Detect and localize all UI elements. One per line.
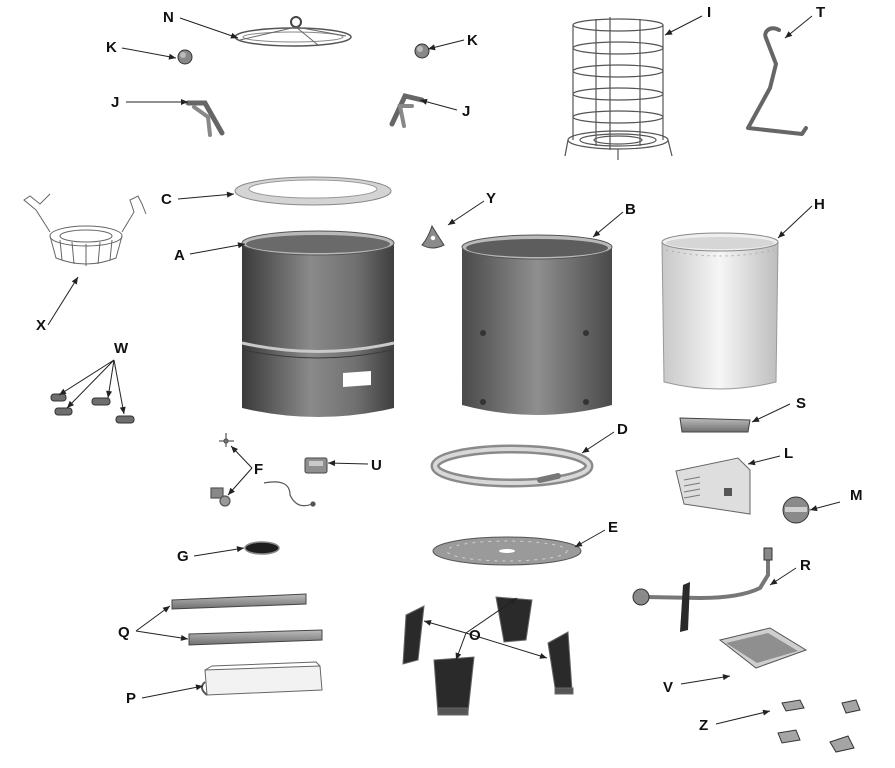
arrowhead [593, 230, 601, 237]
arrowhead [180, 634, 188, 641]
arrowhead [455, 652, 462, 660]
part-g-disk [244, 541, 280, 555]
part-j-handle-right [389, 93, 425, 128]
leader-lines [47, 15, 841, 725]
part-i-poultry-rack [564, 17, 673, 160]
label-r: R [800, 557, 811, 574]
arrowhead [236, 546, 244, 553]
part-w-feet [50, 393, 135, 424]
part-a-outer-drum [241, 230, 395, 417]
label-o: O [469, 627, 481, 644]
leader-arrowheads [59, 29, 818, 716]
label-p: P [126, 690, 136, 707]
part-n-lid-wire [234, 16, 352, 47]
part-k-knob-left [177, 49, 193, 65]
arrowhead [106, 390, 113, 398]
label-e: E [608, 519, 618, 536]
arrowhead [539, 653, 547, 659]
part-z-brackets [777, 699, 861, 753]
arrowhead [237, 242, 245, 249]
part-f-fittings [210, 433, 316, 507]
arrowhead [67, 400, 75, 408]
arrowhead [770, 578, 778, 585]
part-r-regulator [632, 547, 773, 632]
part-e-plate [432, 536, 582, 566]
arrowhead [785, 31, 793, 38]
arrowhead [71, 277, 78, 285]
part-y-cap [421, 224, 445, 249]
label-q: Q [118, 624, 130, 641]
arrowhead [328, 460, 336, 467]
arrowhead [231, 446, 239, 454]
part-d-burner-ring [430, 444, 594, 488]
part-c-top-ring [234, 176, 392, 206]
arrowhead [810, 505, 818, 512]
label-u: U [371, 457, 382, 474]
arrowhead [119, 406, 126, 414]
label-t: T [816, 4, 825, 21]
arrowhead [424, 620, 432, 626]
part-labels: N K K J J I T C Y B H A X W D S L U F M … [36, 4, 863, 734]
part-m-round-knob [782, 496, 810, 524]
arrowhead [509, 598, 517, 605]
part-h-liner-pot [661, 232, 779, 390]
arrowhead [582, 446, 590, 453]
arrowhead [420, 98, 428, 105]
arrowhead [752, 416, 760, 422]
part-q-bars [171, 593, 323, 646]
arrowhead [428, 44, 436, 51]
arrowhead [168, 53, 176, 60]
label-y: Y [486, 190, 496, 207]
part-p-tray [201, 661, 323, 696]
label-h: H [814, 196, 825, 213]
arrowhead [181, 99, 188, 105]
arrowhead [722, 674, 730, 681]
label-l: L [784, 445, 793, 462]
label-w: W [114, 340, 129, 357]
label-v: V [663, 679, 673, 696]
label-g: G [177, 548, 189, 565]
label-n: N [163, 9, 174, 26]
label-m: M [850, 487, 863, 504]
arrowhead [59, 388, 67, 395]
part-l-heat-shield [675, 457, 751, 515]
arrowhead [665, 29, 673, 35]
arrowhead [778, 231, 786, 238]
part-b-inner-drum [461, 234, 613, 415]
part-s-bracket [679, 417, 751, 433]
arrowhead [748, 459, 756, 466]
arrowhead [226, 191, 234, 198]
arrowhead [762, 709, 770, 716]
label-z: Z [699, 717, 708, 734]
arrowhead [195, 684, 203, 691]
label-j-right: J [462, 103, 470, 120]
label-c: C [161, 191, 172, 208]
label-a: A [174, 247, 185, 264]
part-u-clip [304, 457, 328, 474]
part-o-legs [402, 596, 574, 716]
arrowhead [448, 218, 456, 225]
label-k-left: K [106, 39, 117, 56]
part-v-drip-pan [718, 627, 808, 669]
label-s: S [796, 395, 806, 412]
part-x-basket [23, 193, 147, 266]
arrowhead [575, 540, 583, 547]
part-t-lifting-hook [746, 26, 808, 136]
part-k-knob-right [414, 43, 430, 59]
arrowhead [162, 606, 170, 613]
label-f: F [254, 461, 263, 478]
label-j-left: J [111, 94, 119, 111]
arrowhead [230, 32, 238, 39]
arrowhead [228, 487, 235, 495]
label-d: D [617, 421, 628, 438]
label-k-right: K [467, 32, 478, 49]
part-j-handle-left [185, 100, 225, 137]
label-b: B [625, 201, 636, 218]
label-x: X [36, 317, 46, 334]
label-i: I [707, 4, 711, 21]
